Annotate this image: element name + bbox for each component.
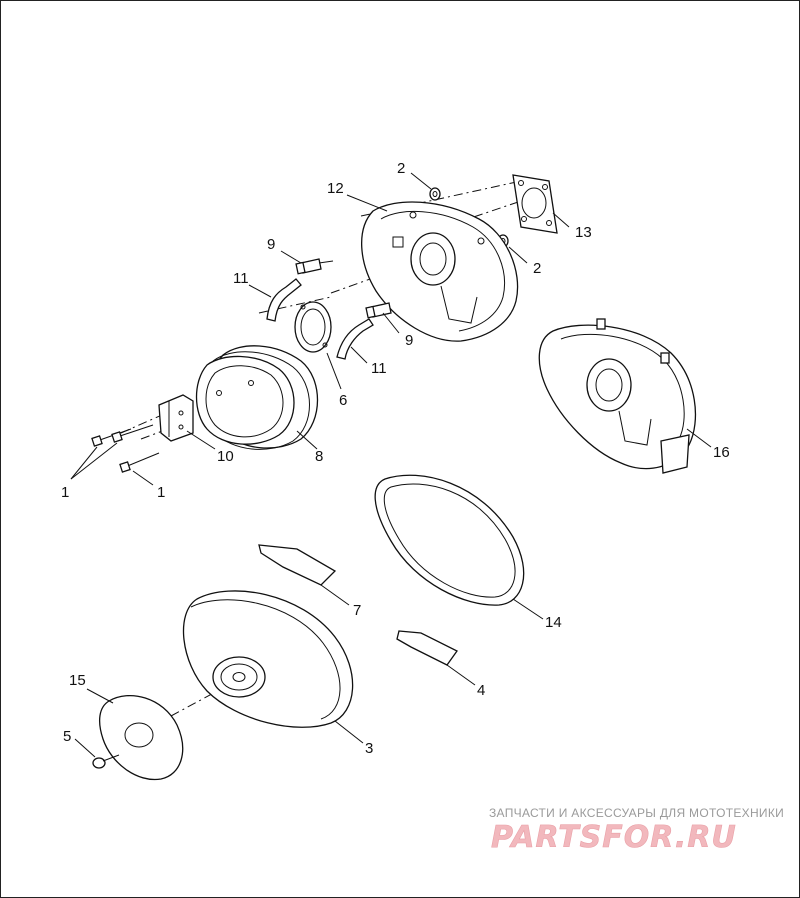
part-11-hose-a	[266, 278, 302, 322]
part-1-screw-b	[111, 424, 154, 443]
axis-bracket	[258, 296, 332, 314]
callout-2-top: 2	[397, 160, 405, 177]
part-7-decal	[258, 544, 337, 586]
callout-4: 4	[477, 682, 485, 699]
callout-16: 16	[713, 444, 730, 461]
callout-3: 3	[365, 740, 373, 757]
part-8-air-filter	[195, 345, 319, 450]
callout-15: 15	[69, 672, 86, 689]
part-10-bracket	[158, 394, 194, 442]
part-6-gasket-ring	[294, 301, 332, 353]
axis-gasket	[455, 200, 522, 224]
callout-12: 12	[327, 180, 344, 197]
part-9-breather-bolt-a	[295, 258, 334, 275]
callout-7: 7	[353, 602, 361, 619]
axis-bolts-2	[140, 425, 177, 440]
leader-lines	[70, 172, 712, 758]
watermark-subtitle: ЗАПЧАСТИ И АКСЕССУАРЫ ДЛЯ МОТОТЕХНИКИ	[489, 806, 784, 820]
part-11-hose-b	[336, 318, 374, 360]
callout-6: 6	[339, 392, 347, 409]
callout-2-right: 2	[533, 260, 541, 277]
part-1-screw-a	[91, 428, 132, 447]
callout-11-right: 11	[371, 360, 387, 377]
callout-10: 10	[217, 448, 234, 465]
part-16-backplate-assembly	[538, 318, 697, 474]
part-13-gasket	[512, 174, 558, 234]
part-3-cover	[182, 590, 354, 728]
callout-11-left: 11	[233, 270, 249, 287]
watermark-brand: PARTSFOR.RU	[491, 820, 737, 855]
callout-8: 8	[315, 448, 323, 465]
part-5-screw	[92, 754, 120, 769]
part-12-backplate	[361, 201, 519, 342]
callout-14: 14	[545, 614, 562, 631]
part-9-breather-bolt-b	[365, 302, 392, 319]
part-4-decal	[396, 630, 458, 666]
callout-13: 13	[575, 224, 592, 241]
callout-1-right: 1	[157, 484, 165, 501]
callout-5: 5	[63, 728, 71, 745]
part-2-washer-a	[429, 187, 441, 201]
callout-9-left: 9	[267, 236, 275, 253]
part-14-seal-ring	[374, 474, 525, 606]
part-15-trim-plate	[98, 694, 184, 781]
part-1-screw-c	[119, 452, 160, 473]
callout-1-left: 1	[61, 484, 69, 501]
callout-9-right: 9	[405, 332, 413, 349]
